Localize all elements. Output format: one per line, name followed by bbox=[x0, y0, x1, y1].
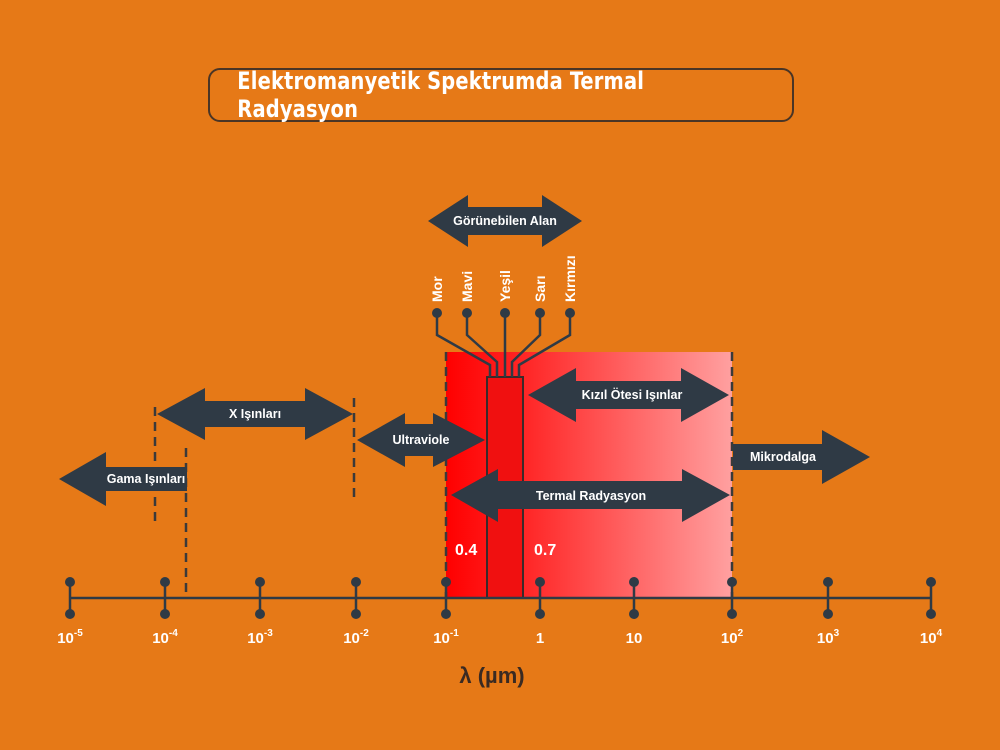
color-dot bbox=[565, 308, 575, 318]
axis-tick bbox=[926, 577, 936, 619]
uv-arrow bbox=[357, 413, 485, 467]
axis-tick-label: 1 bbox=[536, 630, 544, 647]
axis-tick bbox=[535, 577, 545, 619]
xray-label: X Işınları bbox=[229, 407, 281, 421]
microwave-label: Mikrodalga bbox=[750, 450, 817, 464]
axis-tick bbox=[727, 577, 737, 619]
xray-arrow bbox=[157, 388, 353, 440]
axis-tick-label: 102 bbox=[721, 628, 744, 647]
axis-tick bbox=[823, 577, 833, 619]
axis-tick bbox=[255, 577, 265, 619]
color-dot bbox=[500, 308, 510, 318]
microwave-arrow bbox=[733, 430, 870, 484]
thermal-label: Termal Radyasyon bbox=[536, 489, 646, 503]
thermal-arrow bbox=[451, 469, 730, 522]
axis-tick bbox=[351, 577, 361, 619]
axis-tick bbox=[629, 577, 639, 619]
visible-connectors bbox=[435, 313, 572, 377]
visible-color-label: Sarı bbox=[532, 276, 548, 302]
axis-tick-label: 10-5 bbox=[57, 628, 83, 647]
axis-tick-label: 10-4 bbox=[152, 628, 178, 647]
axis-label: λ (µm) bbox=[459, 663, 524, 688]
ir-arrow bbox=[528, 368, 729, 422]
ir-label: Kızıl Ötesi Işınlar bbox=[582, 387, 683, 402]
axis-tick bbox=[65, 577, 75, 619]
gamma-label: Gama Işınları bbox=[107, 472, 186, 486]
axis-tick-label: 10 bbox=[626, 630, 643, 647]
visible-color-label: Kırmızı bbox=[562, 255, 578, 302]
visible-label: Görünebilen Alan bbox=[453, 214, 557, 228]
axis-tick-label: 10-2 bbox=[343, 628, 369, 647]
color-dot bbox=[432, 308, 442, 318]
visible-color-label: Yeşil bbox=[497, 270, 513, 302]
visible-high-limit: 0.7 bbox=[534, 542, 556, 559]
gamma-arrow bbox=[59, 452, 187, 506]
visible-low-limit: 0.4 bbox=[455, 542, 477, 559]
title-frame bbox=[208, 68, 794, 122]
axis-tick-label: 10-3 bbox=[247, 628, 273, 647]
axis-tick-label: 103 bbox=[817, 628, 840, 647]
visible-color-label: Mavi bbox=[459, 271, 475, 302]
color-dot bbox=[535, 308, 545, 318]
axis-tick bbox=[160, 577, 170, 619]
axis-tick bbox=[441, 577, 451, 619]
visible-color-label: Mor bbox=[429, 276, 445, 302]
axis-tick-label: 104 bbox=[920, 628, 943, 647]
visible-arrow bbox=[428, 195, 582, 247]
uv-label: Ultraviole bbox=[393, 433, 450, 447]
color-dot bbox=[462, 308, 472, 318]
axis-tick-label: 10-1 bbox=[433, 628, 459, 647]
diagram-title: Elektromanyetik Spektrumda Termal Radyas… bbox=[237, 67, 645, 123]
